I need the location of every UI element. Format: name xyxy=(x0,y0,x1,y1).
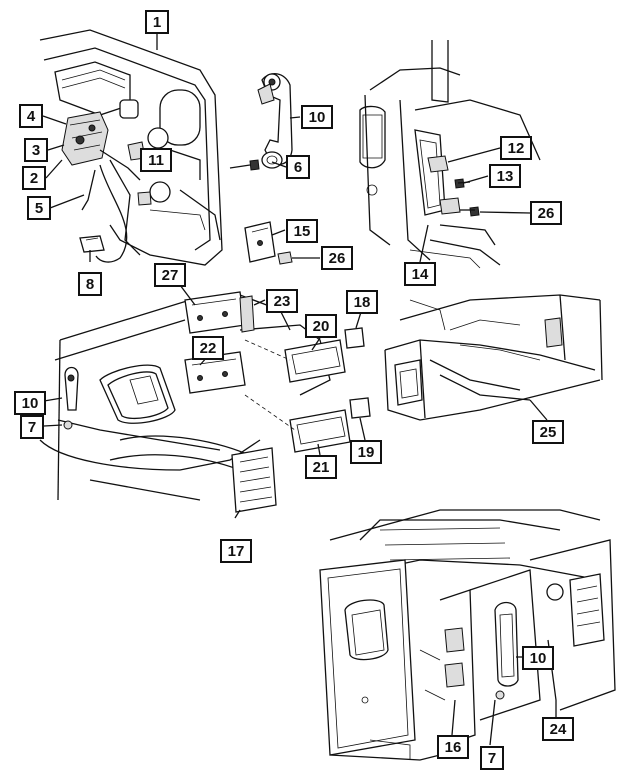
callout-5[interactable]: 5 xyxy=(27,196,51,220)
callout-15[interactable]: 15 xyxy=(286,219,318,243)
callout-10-upper[interactable]: 10 xyxy=(301,105,333,129)
callout-2[interactable]: 2 xyxy=(22,166,46,190)
callout-10-lower[interactable]: 10 xyxy=(522,646,554,670)
callout-12[interactable]: 12 xyxy=(500,136,532,160)
callout-27[interactable]: 27 xyxy=(154,263,186,287)
rear-body-hinges-illustration xyxy=(39,291,371,513)
callout-1[interactable]: 1 xyxy=(145,10,169,34)
callout-16[interactable]: 16 xyxy=(437,735,469,759)
callout-23[interactable]: 23 xyxy=(266,289,298,313)
callout-7-lower[interactable]: 7 xyxy=(480,746,504,770)
callout-8[interactable]: 8 xyxy=(78,272,102,296)
callout-22[interactable]: 22 xyxy=(192,336,224,360)
callout-19[interactable]: 19 xyxy=(350,440,382,464)
body-corner-striker-illustration xyxy=(359,40,541,269)
callout-21[interactable]: 21 xyxy=(305,455,337,479)
callout-13[interactable]: 13 xyxy=(489,164,521,188)
callout-6[interactable]: 6 xyxy=(286,155,310,179)
callout-4[interactable]: 4 xyxy=(19,104,43,128)
callout-14[interactable]: 14 xyxy=(404,262,436,286)
callout-11[interactable]: 11 xyxy=(140,148,172,172)
callout-7-left[interactable]: 7 xyxy=(20,415,44,439)
leader-lines xyxy=(42,34,557,746)
callout-20[interactable]: 20 xyxy=(305,314,337,338)
tailgate-inner-panel-illustration xyxy=(39,29,293,266)
cargo-tub-illustration xyxy=(384,294,603,421)
callout-3[interactable]: 3 xyxy=(24,138,48,162)
callout-25[interactable]: 25 xyxy=(532,420,564,444)
callout-10-left[interactable]: 10 xyxy=(14,391,46,415)
callout-18[interactable]: 18 xyxy=(346,290,378,314)
callout-26-left[interactable]: 26 xyxy=(321,246,353,270)
callout-17[interactable]: 17 xyxy=(220,539,252,563)
callout-26-right[interactable]: 26 xyxy=(530,201,562,225)
callout-24[interactable]: 24 xyxy=(542,717,574,741)
